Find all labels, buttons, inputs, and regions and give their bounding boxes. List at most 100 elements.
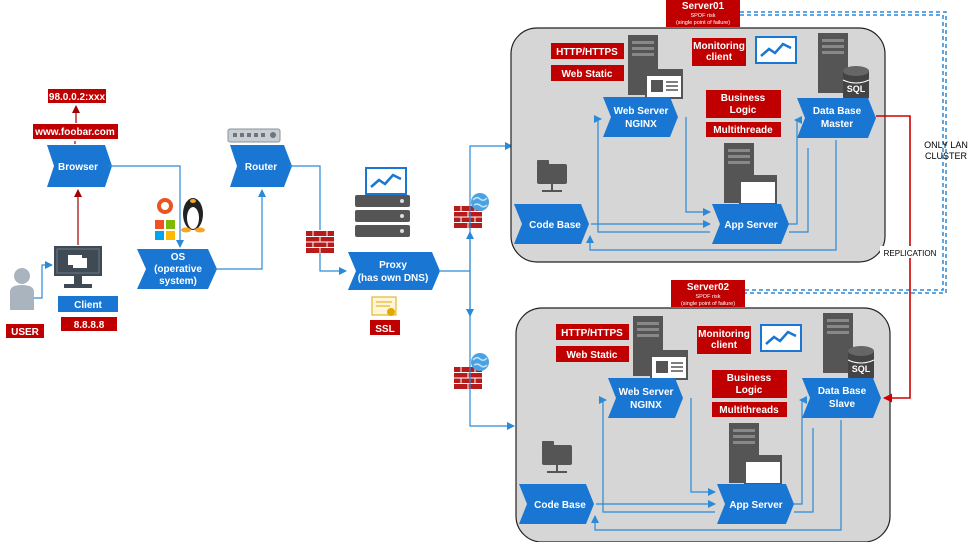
user-icon bbox=[10, 268, 34, 310]
server01-db-l2: Master bbox=[821, 119, 853, 130]
server01-monitoring-l1: Monitoring bbox=[693, 41, 745, 52]
server01-multi: Multithreade bbox=[713, 125, 773, 136]
os-line3: system) bbox=[159, 276, 197, 287]
server01-static: Web Static bbox=[562, 69, 613, 80]
router-label: Router bbox=[245, 162, 277, 173]
server02-app-window-icon bbox=[744, 455, 782, 485]
server01-sub2: (single point of failure) bbox=[676, 20, 730, 26]
server01-webserver-l2: NGINX bbox=[625, 119, 657, 130]
os-chevron bbox=[137, 249, 217, 289]
server01-title: Server01 bbox=[682, 1, 725, 12]
server01-title-tag bbox=[666, 0, 740, 27]
ssl-certificate-icon bbox=[371, 296, 397, 316]
server01-codebase-chevron bbox=[514, 204, 589, 244]
router-chevron bbox=[230, 145, 292, 187]
firewall-icon bbox=[305, 230, 335, 254]
browser-ip: 98.0.0.2:xxx bbox=[49, 92, 106, 103]
linux-tux-icon bbox=[181, 198, 205, 233]
server02-multi-tag bbox=[712, 402, 787, 417]
proxy-chevron bbox=[348, 252, 440, 290]
left-connectors bbox=[34, 105, 515, 430]
server01-connectors bbox=[586, 115, 837, 251]
server01-appserver-chevron bbox=[712, 204, 789, 244]
server02-sub2: (single point of failure) bbox=[681, 301, 735, 307]
server01-http-tag bbox=[551, 43, 624, 59]
server01-monitoring-tag bbox=[692, 38, 746, 66]
browser-chevron bbox=[47, 145, 112, 187]
client-ip-tag bbox=[61, 317, 117, 331]
server01-app-window-icon bbox=[739, 175, 777, 205]
ssl-tag bbox=[370, 320, 400, 335]
server01-db-chevron bbox=[797, 98, 876, 138]
user-label: USER bbox=[11, 327, 40, 338]
server02-monitoring-l1: Monitoring bbox=[698, 329, 750, 340]
server02-sql: SQL bbox=[852, 364, 871, 374]
ssl-label: SSL bbox=[375, 324, 394, 335]
server02-http: HTTP/HTTPS bbox=[561, 328, 623, 339]
client-ip: 8.8.8.8 bbox=[74, 320, 105, 331]
server02-webserver-chevron bbox=[608, 378, 683, 418]
server02-multi: Multithreads bbox=[719, 405, 779, 416]
server02-monitoring-l2: client bbox=[711, 340, 738, 351]
server01-static-tag bbox=[551, 65, 624, 81]
server01-panel bbox=[510, 27, 886, 263]
proxy-server-rack-icon bbox=[355, 195, 410, 237]
server02-static: Web Static bbox=[567, 350, 618, 361]
server02-static-tag bbox=[556, 346, 629, 362]
ubuntu-icon bbox=[157, 198, 173, 214]
server02-db-l2: Slave bbox=[829, 399, 856, 410]
user-tag bbox=[6, 324, 44, 338]
server02-title-tag bbox=[671, 280, 745, 307]
client-label: Client bbox=[74, 300, 102, 311]
server02-bl-tag bbox=[712, 370, 787, 398]
server02-appserver: App Server bbox=[729, 500, 782, 511]
server01-codebase: Code Base bbox=[529, 220, 581, 231]
server02-panel bbox=[515, 307, 891, 542]
server01-webserver-l1: Web Server bbox=[614, 106, 669, 117]
replication-label: REPLICATION bbox=[884, 249, 937, 258]
server02-http-tag bbox=[556, 324, 629, 340]
server01-sql: SQL bbox=[847, 84, 866, 94]
server01-monitor-chart-icon bbox=[754, 35, 798, 65]
client-monitor-icon bbox=[54, 246, 102, 288]
server02-bl-l1: Business bbox=[727, 373, 772, 384]
server02-connectors bbox=[591, 396, 842, 531]
server02-db-chevron bbox=[802, 378, 881, 418]
server01-bl-l2: Logic bbox=[730, 105, 757, 116]
server02-codebase: Code Base bbox=[534, 500, 586, 511]
server01-bl-l1: Business bbox=[721, 93, 766, 104]
server01-monitoring-l2: client bbox=[706, 52, 733, 63]
client-box bbox=[58, 296, 118, 312]
server02-db-l1: Data Base bbox=[818, 386, 867, 397]
browser-domain-tag bbox=[33, 124, 118, 139]
server02-webserver-l1: Web Server bbox=[619, 387, 674, 398]
server02-appserver-chevron bbox=[717, 484, 794, 524]
proxy-line1: Proxy bbox=[379, 260, 407, 271]
os-line2: (operative bbox=[154, 264, 202, 275]
browser-label: Browser bbox=[58, 162, 98, 173]
server01-webserver-chevron bbox=[603, 97, 678, 137]
browser-ip-tag bbox=[48, 89, 106, 103]
replication-label-bg bbox=[880, 246, 940, 258]
windows-icon bbox=[155, 220, 175, 240]
server01-webpage-icon bbox=[645, 69, 683, 99]
server02-webpage-icon bbox=[650, 350, 688, 380]
server02-sub1: SPOF risk bbox=[695, 294, 720, 300]
browser-domain: www.foobar.com bbox=[34, 127, 115, 138]
server02-codebase-chevron bbox=[519, 484, 594, 524]
server01-bl-tag bbox=[706, 90, 781, 118]
proxy-monitor-icon bbox=[364, 166, 408, 196]
server01-multi-tag bbox=[706, 122, 781, 137]
server02-title: Server02 bbox=[687, 282, 730, 293]
server02-bl-l2: Logic bbox=[736, 385, 763, 396]
server01-db-l1: Data Base bbox=[813, 106, 862, 117]
router-switch-icon bbox=[227, 128, 281, 143]
server01-sub1: SPOF risk bbox=[690, 13, 715, 19]
cluster-line1: ONLY LAN bbox=[924, 140, 968, 150]
globe-lower-icon bbox=[470, 352, 490, 372]
server02-webserver-l2: NGINX bbox=[630, 400, 662, 411]
server01-http: HTTP/HTTPS bbox=[556, 47, 618, 58]
server02-monitoring-tag bbox=[697, 326, 751, 354]
server02-monitor-chart-icon bbox=[759, 323, 803, 353]
